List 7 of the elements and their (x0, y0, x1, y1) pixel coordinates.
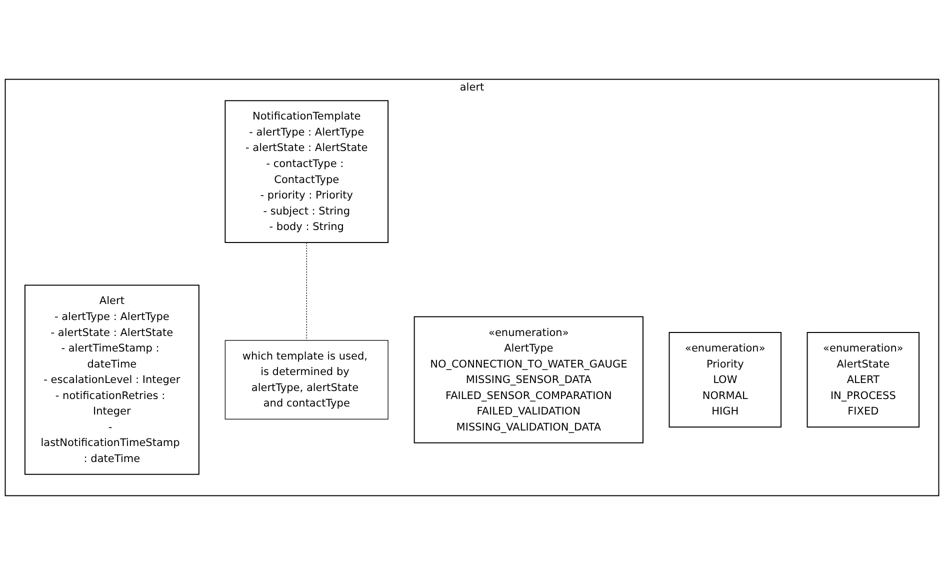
node-box: which template is used, is determined by alertType, alertState and contactType (224, 340, 388, 420)
node-box: «enumeration» Priority LOW NORMAL HIGH (668, 332, 782, 428)
connector (306, 242, 307, 341)
node-box: «enumeration» AlertType NO_CONNECTION_TO_WATER_GAUGE MISSING_SENSOR_DATA FAILED_SENSOR_COMPARATION FAILED_VALIDATION MISSING_VALIDATION_DATA (414, 316, 644, 444)
node-box: Alert - alertType : AlertType - alertState : AlertState - alertTimeStamp : dateTime - escalationLevel : Integer - notificationRetries : Integer - lastNotificationTimeStamp : dateTime (24, 284, 200, 475)
node-box: «enumeration» AlertState ALERT IN_PROCESS FIXED (806, 332, 920, 428)
node-box: NotificationTemplate - alertType : AlertType - alertState : AlertState - contactType : ContactType - priority : Priority - subject : String - body : String (224, 100, 389, 243)
